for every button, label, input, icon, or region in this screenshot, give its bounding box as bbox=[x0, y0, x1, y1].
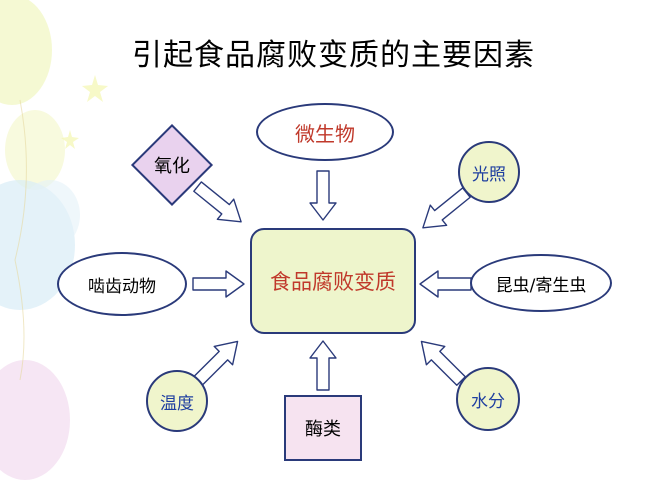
factor-microbe-label: 微生物 bbox=[295, 121, 355, 146]
arrow-rodents bbox=[192, 270, 245, 298]
arrow-temperature bbox=[193, 340, 239, 386]
arrow-light bbox=[422, 187, 471, 229]
arrow-water bbox=[420, 340, 466, 386]
factor-insects: 昆虫/寄生虫 bbox=[470, 254, 612, 312]
arrow-oxidation bbox=[193, 181, 242, 223]
factor-oxidation-label: 氧化 bbox=[154, 156, 190, 177]
factor-temperature-label: 温度 bbox=[160, 393, 194, 414]
arrow-microbe bbox=[309, 170, 337, 221]
arrow-insects bbox=[419, 270, 472, 298]
arrow-enzymes bbox=[309, 340, 337, 391]
factor-water: 水分 bbox=[456, 367, 520, 431]
factor-temperature: 温度 bbox=[146, 370, 208, 432]
factor-enzymes-label: 酶类 bbox=[305, 419, 341, 440]
factor-microbe: 微生物 bbox=[256, 103, 394, 161]
factor-insects-label: 昆虫/寄生虫 bbox=[495, 275, 587, 296]
factor-light-label: 光照 bbox=[472, 164, 506, 185]
factor-rodents: 啮齿动物 bbox=[57, 252, 187, 316]
factor-light: 光照 bbox=[458, 141, 520, 203]
page-title: 引起食品腐败变质的主要因素 bbox=[132, 38, 535, 73]
factor-enzymes: 酶类 bbox=[284, 395, 362, 461]
center-node-food-spoilage: 食品腐败变质 bbox=[250, 228, 416, 334]
center-node-label: 食品腐败变质 bbox=[270, 270, 396, 294]
factor-rodents-label: 啮齿动物 bbox=[88, 276, 156, 297]
factor-water-label: 水分 bbox=[471, 391, 505, 412]
factor-oxidation: 氧化 bbox=[130, 146, 214, 184]
